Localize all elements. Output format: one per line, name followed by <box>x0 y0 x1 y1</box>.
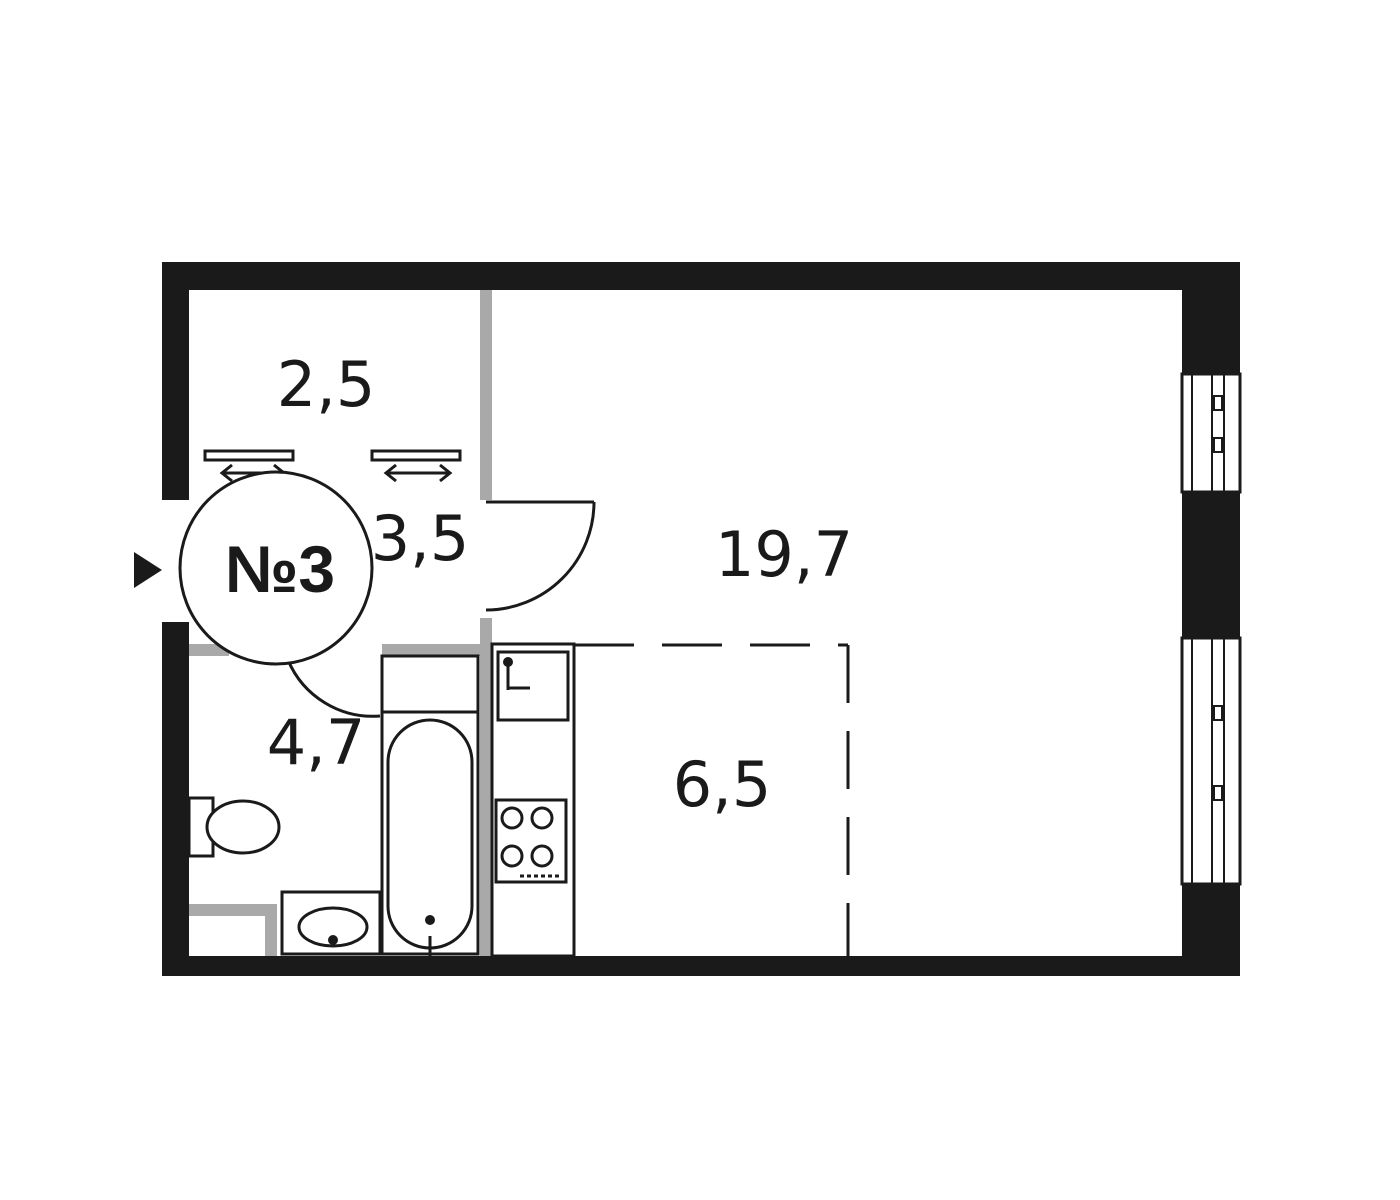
sink-icon <box>280 890 382 956</box>
hall-area-label: 3,5 <box>371 502 470 575</box>
kitchen-zone-boundary <box>574 643 850 956</box>
kitchen-area-label: 6,5 <box>673 748 772 821</box>
window-icon <box>1180 372 1242 494</box>
bathroom-area-label: 4,7 <box>267 706 366 779</box>
stove-icon <box>494 798 568 884</box>
entrance-arrow-icon <box>134 552 162 588</box>
bathtub-icon <box>380 654 480 956</box>
partitions <box>189 290 492 956</box>
unit-number-badge: №3 <box>178 470 374 666</box>
living-area-label: 19,7 <box>715 518 853 591</box>
toilet-icon <box>187 796 281 858</box>
door-swing-icon <box>485 500 596 612</box>
unit-number: №3 <box>225 532 335 606</box>
storage-area-label: 2,5 <box>277 348 376 421</box>
sliding-door-icon <box>370 449 462 483</box>
outer-walls <box>162 262 1240 976</box>
kitchen-sink-icon <box>496 650 570 722</box>
door-swing-icon <box>286 659 381 718</box>
window-icon <box>1180 636 1242 886</box>
